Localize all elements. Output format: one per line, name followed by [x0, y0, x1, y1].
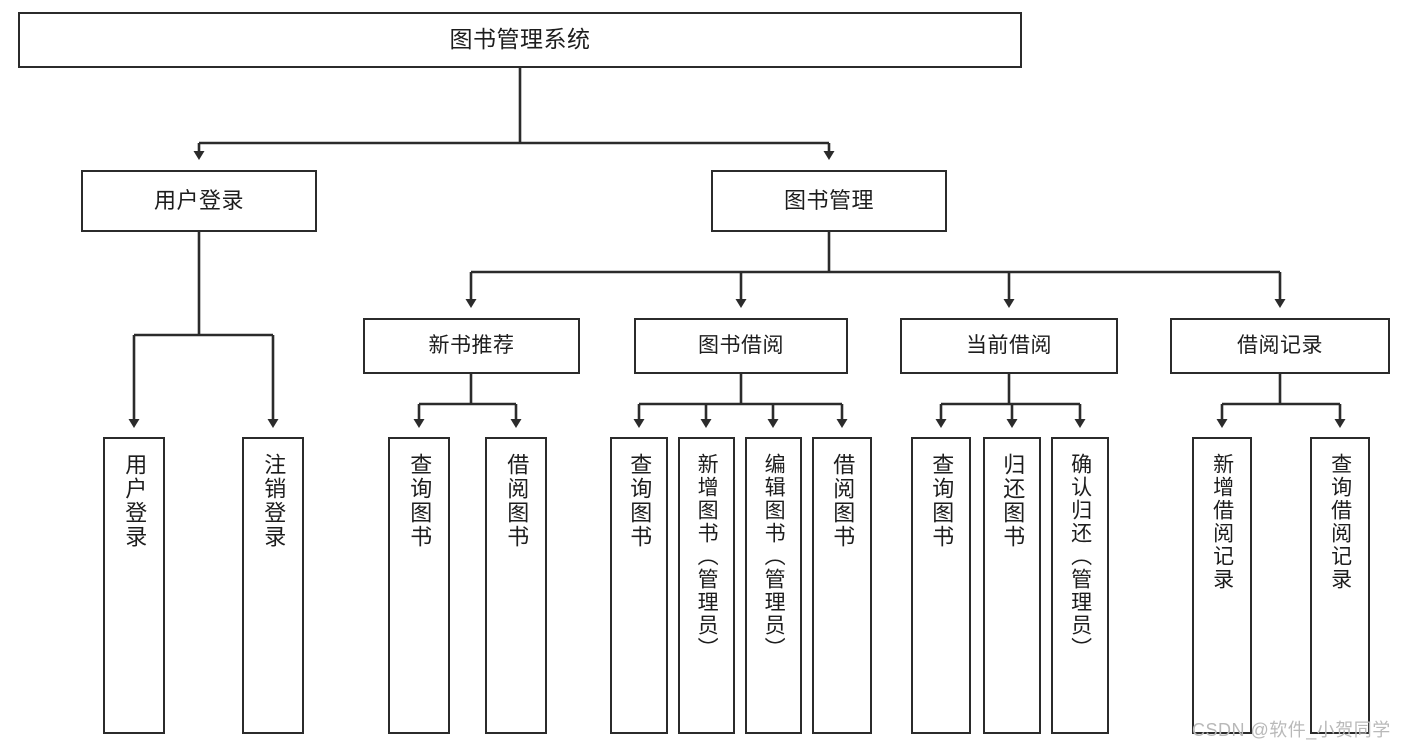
node-leaf-query-book-1[interactable]: 查询图书 [388, 437, 450, 734]
node-new-book-recommend-label: 新书推荐 [428, 334, 515, 358]
node-leaf-edit-book-admin-label: 编辑图书（管理员） [762, 453, 786, 660]
node-leaf-query-book-3-label: 查询图书 [929, 453, 955, 549]
node-leaf-confirm-return-admin[interactable]: 确认归还（管理员） [1051, 437, 1109, 734]
node-borrow-record-label: 借阅记录 [1237, 334, 1323, 358]
node-leaf-add-book-admin[interactable]: 新增图书（管理员） [678, 437, 735, 734]
node-leaf-query-book-2-label: 查询图书 [627, 453, 653, 549]
node-leaf-return-book-label: 归还图书 [1000, 453, 1026, 549]
node-book-borrow-label: 图书借阅 [698, 334, 784, 358]
node-user-login[interactable]: 用户登录 [81, 170, 317, 232]
node-root-system[interactable]: 图书管理系统 [18, 12, 1022, 68]
node-leaf-user-logout-label: 注销登录 [261, 453, 287, 549]
node-leaf-borrow-book-1[interactable]: 借阅图书 [485, 437, 547, 734]
node-book-manage[interactable]: 图书管理 [711, 170, 947, 232]
node-leaf-add-book-admin-label: 新增图书（管理员） [695, 453, 719, 660]
node-leaf-add-borrow-record-label: 新增借阅记录 [1210, 453, 1234, 591]
node-leaf-query-borrow-record-label: 查询借阅记录 [1328, 453, 1352, 591]
node-leaf-user-login[interactable]: 用户登录 [103, 437, 165, 734]
node-leaf-borrow-book-2[interactable]: 借阅图书 [812, 437, 872, 734]
node-book-borrow[interactable]: 图书借阅 [634, 318, 848, 374]
node-leaf-user-login-label: 用户登录 [122, 453, 148, 549]
node-leaf-query-book-3[interactable]: 查询图书 [911, 437, 971, 734]
node-leaf-edit-book-admin[interactable]: 编辑图书（管理员） [745, 437, 802, 734]
node-leaf-user-logout[interactable]: 注销登录 [242, 437, 304, 734]
node-borrow-record[interactable]: 借阅记录 [1170, 318, 1390, 374]
node-book-manage-label: 图书管理 [783, 187, 874, 213]
node-current-borrow-label: 当前借阅 [966, 334, 1052, 358]
node-user-login-label: 用户登录 [153, 187, 244, 213]
node-current-borrow[interactable]: 当前借阅 [900, 318, 1118, 374]
node-leaf-return-book[interactable]: 归还图书 [983, 437, 1041, 734]
node-leaf-add-borrow-record[interactable]: 新增借阅记录 [1192, 437, 1252, 734]
node-leaf-query-book-2[interactable]: 查询图书 [610, 437, 668, 734]
node-root-label: 图书管理系统 [449, 26, 591, 53]
node-leaf-query-book-1-label: 查询图书 [407, 453, 433, 549]
node-leaf-confirm-return-admin-label: 确认归还（管理员） [1068, 453, 1092, 660]
node-new-book-recommend[interactable]: 新书推荐 [363, 318, 580, 374]
node-leaf-query-borrow-record[interactable]: 查询借阅记录 [1310, 437, 1370, 734]
node-leaf-borrow-book-2-label: 借阅图书 [830, 453, 856, 549]
node-leaf-borrow-book-1-label: 借阅图书 [504, 453, 530, 549]
csdn-watermark: CSDN @软件_小贺同学 [1192, 720, 1391, 740]
